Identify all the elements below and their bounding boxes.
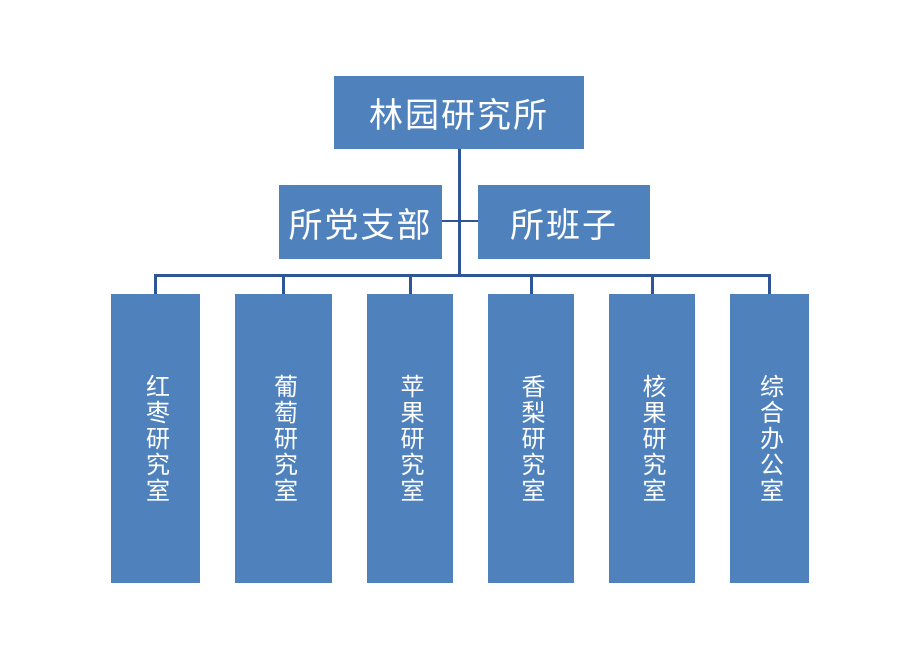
unit-connector-5 [651, 274, 654, 294]
org-root-label: 林园研究所 [369, 96, 549, 136]
party-branch-label: 所党支部 [288, 205, 433, 246]
party-branch-node: 所党支部 [279, 185, 442, 259]
unit-label-grape: 葡萄研究室 [269, 373, 298, 504]
unit-node-grape: 葡萄研究室 [235, 294, 332, 583]
org-root-node: 林园研究所 [334, 76, 584, 149]
root-vertical-connector [458, 149, 461, 275]
unit-node-stone-fruit: 核果研究室 [609, 294, 695, 583]
unit-connector-6 [768, 274, 771, 294]
unit-node-jujube: 红枣研究室 [111, 294, 200, 583]
unit-connector-1 [154, 274, 157, 294]
unit-label-jujube: 红枣研究室 [141, 373, 170, 504]
unit-connector-4 [530, 274, 533, 294]
units-horizontal-connector [154, 274, 771, 277]
unit-label-apple: 苹果研究室 [396, 373, 424, 504]
unit-label-pear: 香梨研究室 [517, 373, 545, 504]
leadership-label: 所班子 [510, 205, 618, 246]
unit-node-pear: 香梨研究室 [488, 294, 574, 583]
unit-node-office: 综合办公室 [730, 294, 809, 583]
leadership-node: 所班子 [478, 185, 650, 259]
unit-connector-3 [409, 274, 412, 294]
branch-horizontal-connector [442, 220, 478, 222]
unit-connector-2 [282, 274, 285, 294]
unit-label-stone-fruit: 核果研究室 [638, 373, 666, 504]
unit-node-apple: 苹果研究室 [367, 294, 453, 583]
unit-label-office: 综合办公室 [755, 373, 784, 504]
